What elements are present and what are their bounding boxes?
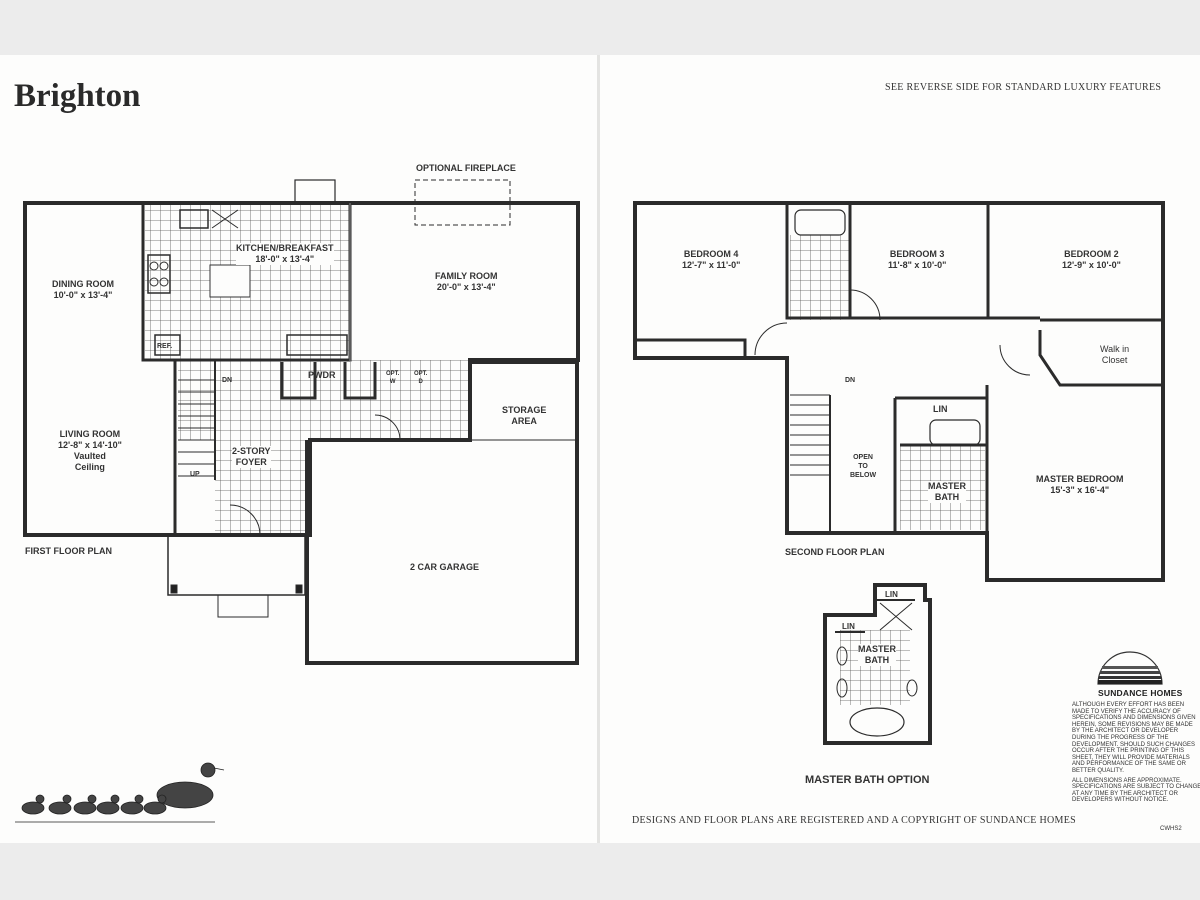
disclaimer: ALTHOUGH EVERY EFFORT HAS BEEN MADE TO V… xyxy=(1072,702,1200,807)
ducks-illustration xyxy=(15,762,225,823)
room-garage: 2 CAR GARAGE xyxy=(410,562,480,572)
opt-washer-label: OPT.W xyxy=(386,371,400,385)
option-linen-label-1: LIN xyxy=(885,590,898,599)
stairs-up-label: UP xyxy=(190,471,200,478)
disclaimer-text-2: ALL DIMENSIONS ARE APPROXIMATE. SPECIFIC… xyxy=(1072,777,1200,804)
brand-name: SUNDANCE HOMES xyxy=(1098,688,1183,698)
footer-copyright: DESIGNS AND FLOOR PLANS ARE REGISTERED A… xyxy=(632,815,1076,826)
master-bath-option-label: MASTER BATH OPTION xyxy=(805,774,930,786)
optional-fireplace-label: OPTIONAL FIREPLACE xyxy=(416,163,516,173)
second-floor-plan xyxy=(633,201,1165,745)
stairs-down-label-2: DN xyxy=(845,377,856,384)
pwdr-label: PWDR xyxy=(308,370,336,380)
linen-closet-label: LIN xyxy=(933,404,948,414)
second-floor-label: SECOND FLOOR PLAN xyxy=(785,547,885,557)
ref-label: REF. xyxy=(157,343,173,350)
opt-dryer-label: OPT.D xyxy=(414,371,428,385)
first-floor-plan xyxy=(23,179,580,665)
page-fold xyxy=(597,55,600,843)
sundance-logo xyxy=(1097,651,1163,685)
brochure-sheet xyxy=(0,55,1200,843)
header-note: SEE REVERSE SIDE FOR STANDARD LUXURY FEA… xyxy=(885,82,1162,93)
option-linen-label-2: LIN xyxy=(842,622,855,631)
plan-title: Brighton xyxy=(14,78,141,114)
first-floor-label: FIRST FLOOR PLAN xyxy=(25,546,112,556)
sheet-code: CWHS2 xyxy=(1160,826,1182,832)
disclaimer-text-1: ALTHOUGH EVERY EFFORT HAS BEEN MADE TO V… xyxy=(1072,702,1196,774)
stairs-down-label: DN xyxy=(222,377,233,384)
